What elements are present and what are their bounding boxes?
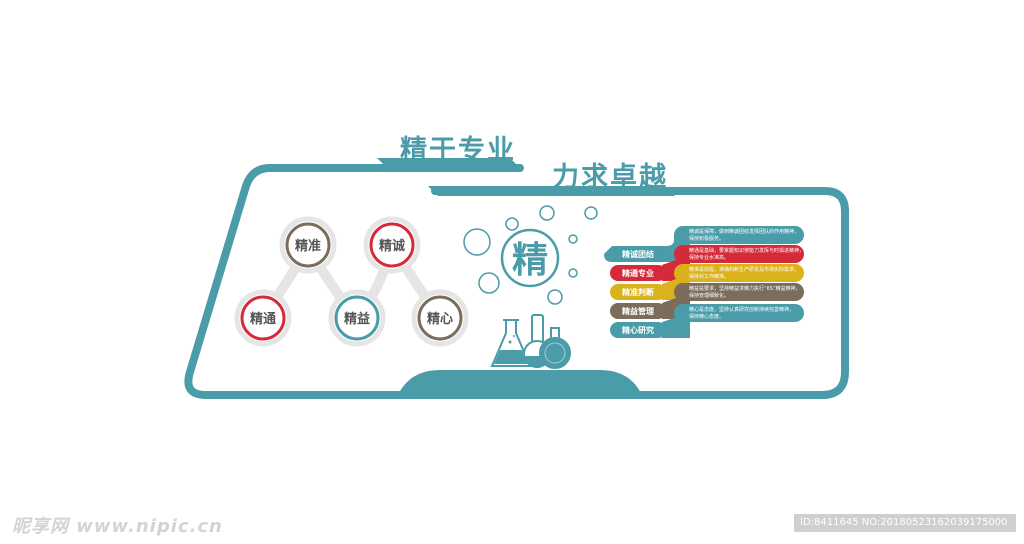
round-flask-icon bbox=[539, 327, 571, 369]
watermark-left: 昵享网 www.nipic.cn bbox=[12, 516, 223, 537]
ribbon-jingxin: 精心研究 精心是态度，坚持认真研究创新持续完善精神， 保持精心态度。 bbox=[610, 304, 804, 338]
center-char: 精 bbox=[512, 240, 548, 281]
ribbon-label: 精通专业 bbox=[622, 268, 654, 278]
ribbon-list: 精诚团结 精诚是保障，做到精诚团结发挥团队的作用精神， 保持积极服务。 精通专业… bbox=[604, 226, 804, 338]
circle-jingtong: 精通 bbox=[234, 289, 292, 347]
circle-label: 精心 bbox=[427, 311, 453, 327]
bottom-hump bbox=[398, 370, 642, 395]
ribbon-desc: 精通是基础，要掌握知识使能力发挥与时俱进精神， bbox=[689, 247, 804, 254]
watermark-right: ID:8411645 NO:20180523162039175000 bbox=[794, 514, 1016, 532]
circle-label: 精准 bbox=[295, 238, 321, 254]
circle-jingcheng: 精诚 bbox=[363, 216, 421, 274]
ribbon-desc: 精益是要求，坚持精益求精力执行“6S”精益精神， bbox=[689, 285, 801, 292]
center-emblem: 精 bbox=[500, 228, 560, 288]
ribbon-desc: 精准是前提，准确判断生产研发及市场实际需求， bbox=[689, 266, 799, 273]
ribbon-desc: 精诚是保障，做到精诚团结发挥团队的作用精神， bbox=[689, 228, 799, 235]
circle-jingyi: 精益 bbox=[328, 289, 386, 347]
circle-jingzhun: 精准 bbox=[279, 216, 337, 274]
circle-label: 精益 bbox=[344, 311, 370, 327]
circle-label: 精诚 bbox=[379, 238, 405, 254]
ribbon-desc: 精心是态度，坚持认真研究创新持续完善精神， bbox=[689, 306, 794, 313]
ribbon-desc: 保持对工作精准。 bbox=[689, 273, 729, 280]
bubbles-icon bbox=[463, 205, 598, 305]
ribbon-label: 精诚团结 bbox=[622, 249, 654, 259]
ribbon-label: 精益管理 bbox=[622, 306, 654, 316]
flask-icon bbox=[490, 319, 532, 367]
ribbon-label: 精心研究 bbox=[622, 325, 654, 335]
ribbon-desc: 保持专业水准高。 bbox=[689, 254, 729, 261]
ribbon-jingcheng: 精诚团结 精诚是保障，做到精诚团结发挥团队的作用精神， 保持积极服务。 bbox=[604, 226, 804, 262]
ribbon-desc: 保持精心态度。 bbox=[689, 313, 724, 320]
ribbon-desc: 保持管理细致化。 bbox=[689, 292, 729, 299]
ribbon-desc: 保持积极服务。 bbox=[689, 235, 724, 242]
circle-label: 精通 bbox=[250, 311, 276, 327]
circle-jingxin: 精心 bbox=[411, 289, 469, 347]
ribbon-label: 精准判断 bbox=[622, 287, 654, 297]
